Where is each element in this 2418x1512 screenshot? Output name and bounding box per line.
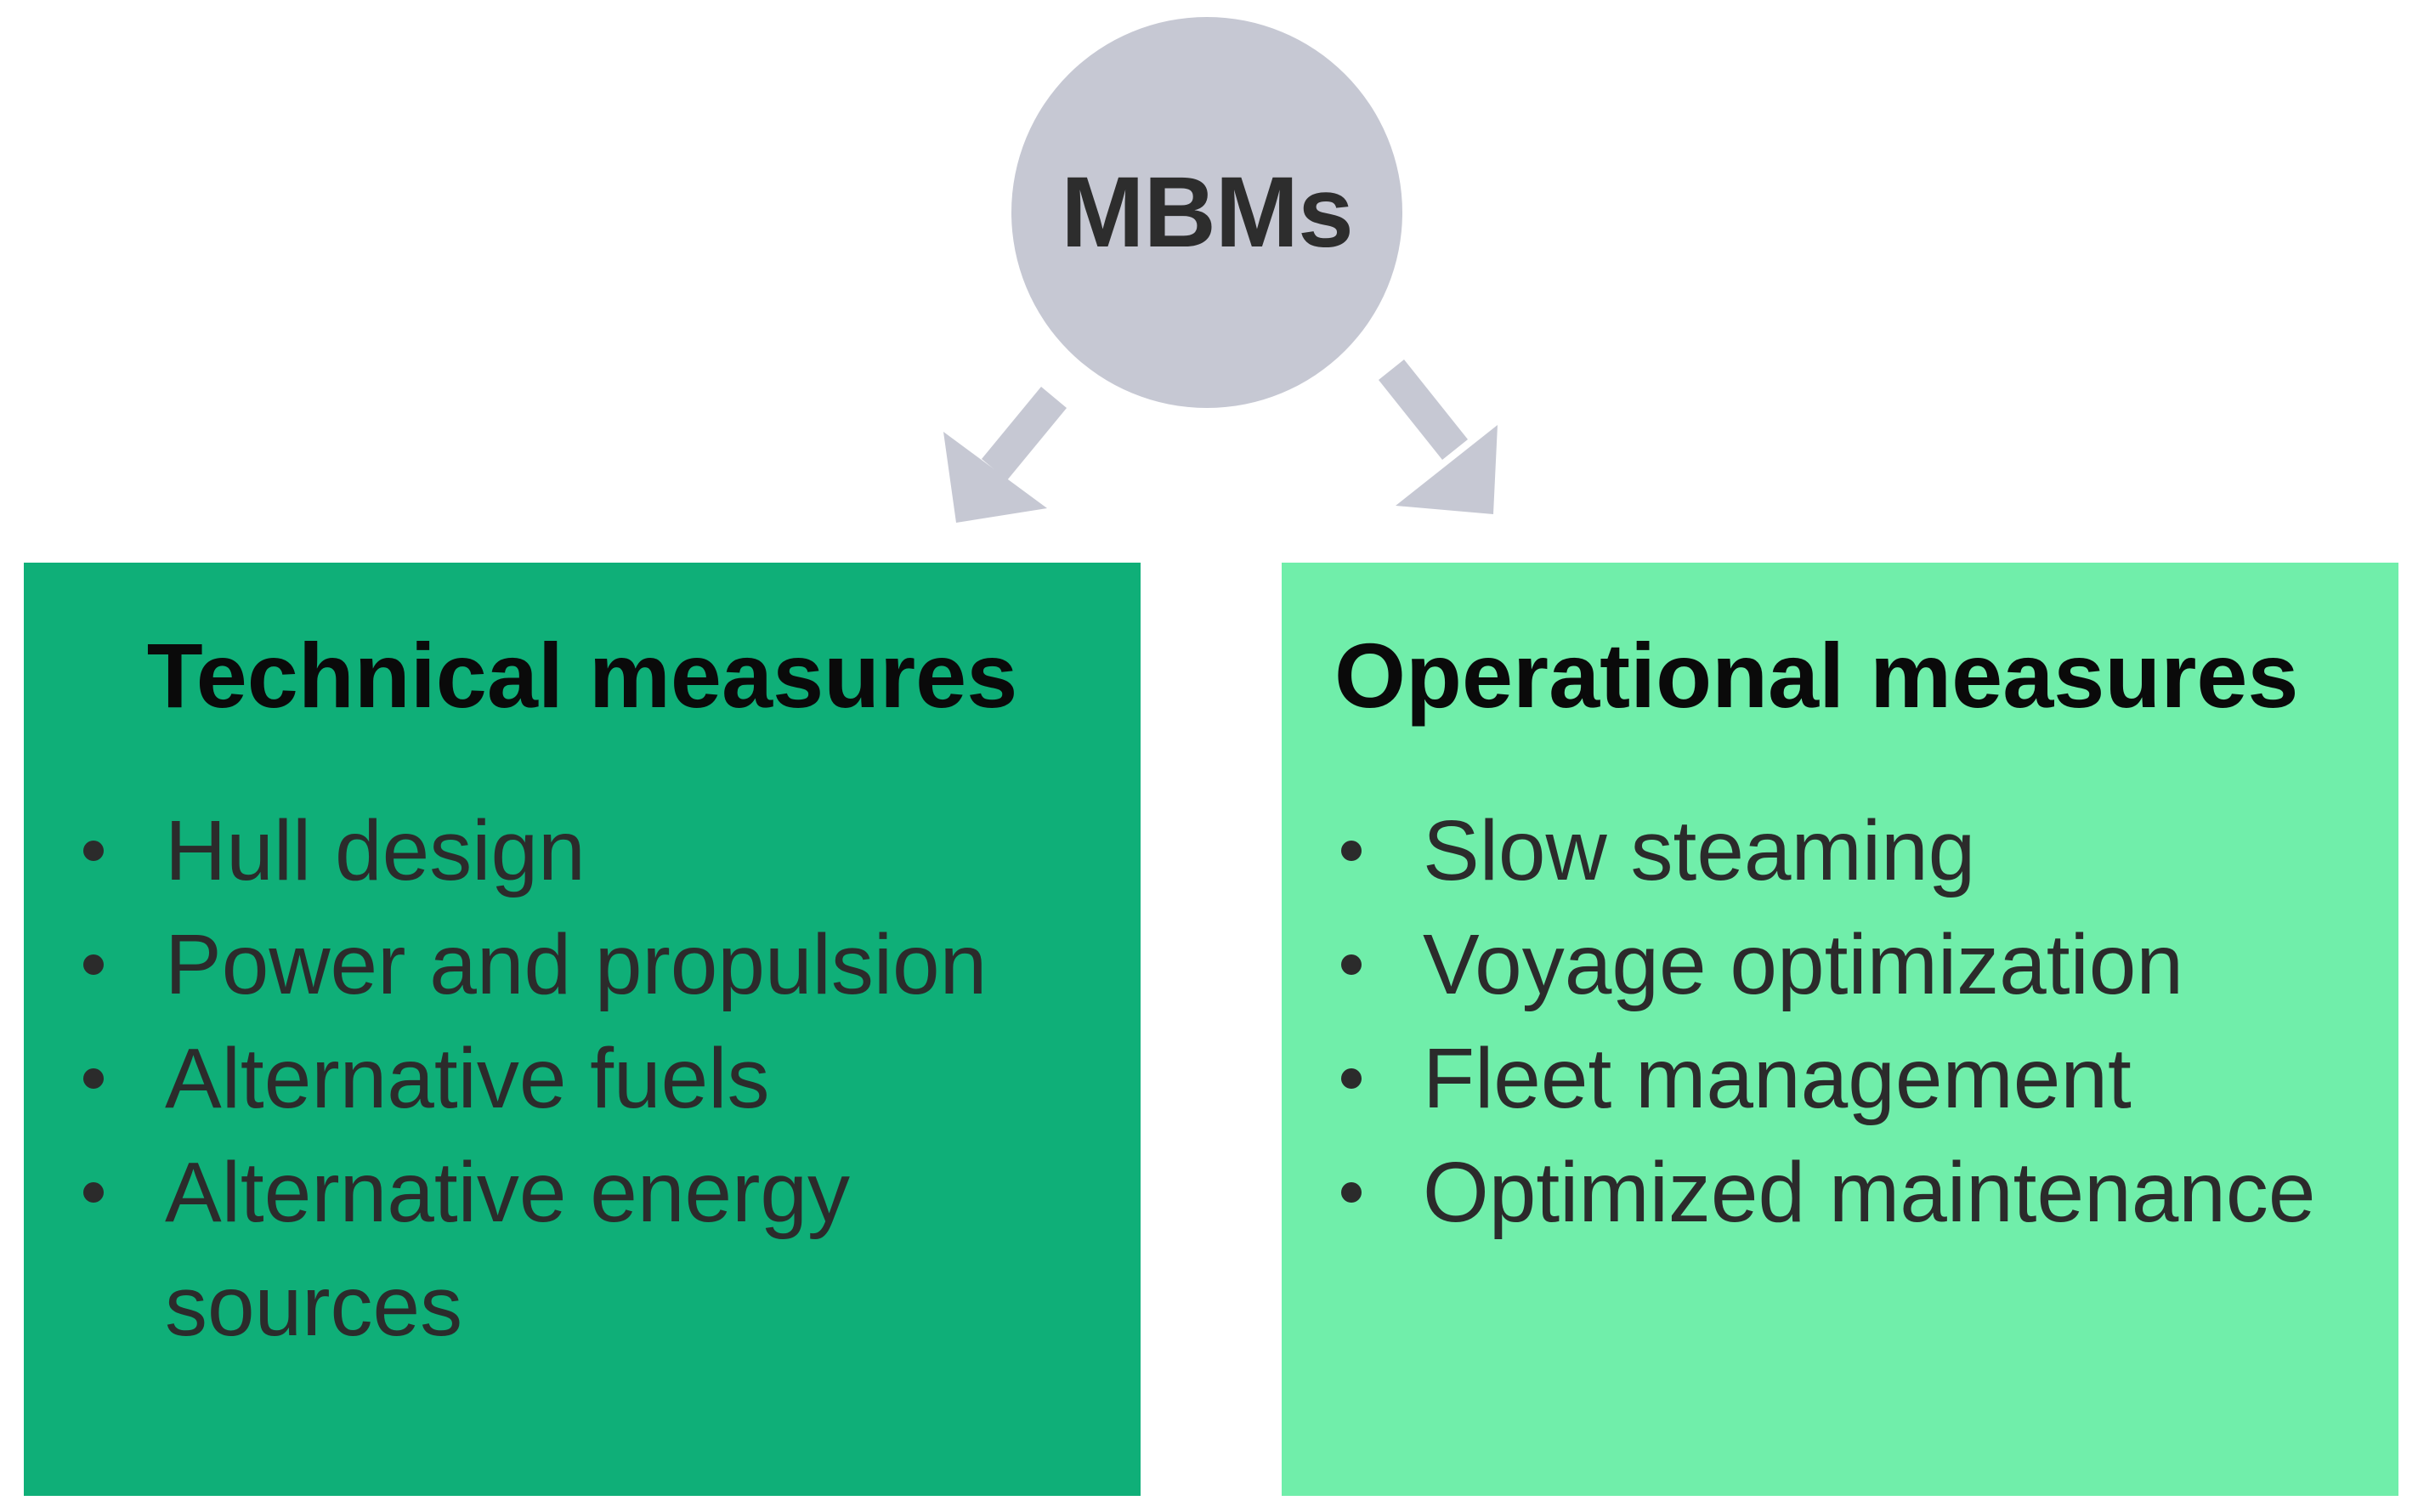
- list-item-label: Slow steaming: [1423, 803, 1976, 898]
- technical-measures-title: Technical measures: [146, 624, 1018, 727]
- list-item-label: Alternative energy sources: [165, 1145, 851, 1354]
- list-item: Fleet management: [1282, 1022, 2316, 1135]
- list-item: Hull design: [24, 794, 998, 908]
- mbms-node: MBMs: [1011, 17, 1402, 408]
- list-item: Alternative fuels: [24, 1022, 998, 1135]
- list-item-label: Fleet management: [1423, 1031, 2132, 1126]
- technical-measures-box: Technical measures Hull design Power and…: [24, 563, 1141, 1496]
- bullet-icon: [83, 1068, 104, 1089]
- list-item-label: Optimized maintenance: [1423, 1145, 2316, 1240]
- bullet-icon: [83, 841, 104, 861]
- list-item: Optimized maintenance: [1282, 1135, 2316, 1249]
- bullet-icon: [1341, 1182, 1362, 1203]
- operational-measures-list: Slow steaming Voyage optimization Fleet …: [1282, 794, 2316, 1249]
- mbms-label: MBMs: [1061, 156, 1353, 269]
- technical-measures-list: Hull design Power and propulsion Alterna…: [24, 794, 998, 1363]
- list-item: Alternative energy sources: [24, 1135, 998, 1363]
- bullet-icon: [83, 954, 104, 975]
- list-item: Power and propulsion: [24, 908, 998, 1022]
- bullet-icon: [1341, 1068, 1362, 1089]
- list-item-label: Hull design: [165, 803, 586, 898]
- list-item: Slow steaming: [1282, 794, 2316, 908]
- bullet-icon: [83, 1182, 104, 1203]
- list-item-label: Power and propulsion: [165, 917, 988, 1012]
- arrow-to-technical: [943, 387, 1067, 523]
- bullet-icon: [1341, 954, 1362, 975]
- bullet-icon: [1341, 841, 1362, 861]
- list-item-label: Voyage optimization: [1423, 917, 2184, 1012]
- operational-measures-title: Operational measures: [1334, 624, 2299, 727]
- list-item-label: Alternative fuels: [165, 1031, 770, 1126]
- list-item: Voyage optimization: [1282, 908, 2316, 1022]
- arrow-to-operational: [1379, 360, 1498, 514]
- operational-measures-box: Operational measures Slow steaming Voyag…: [1282, 563, 2398, 1496]
